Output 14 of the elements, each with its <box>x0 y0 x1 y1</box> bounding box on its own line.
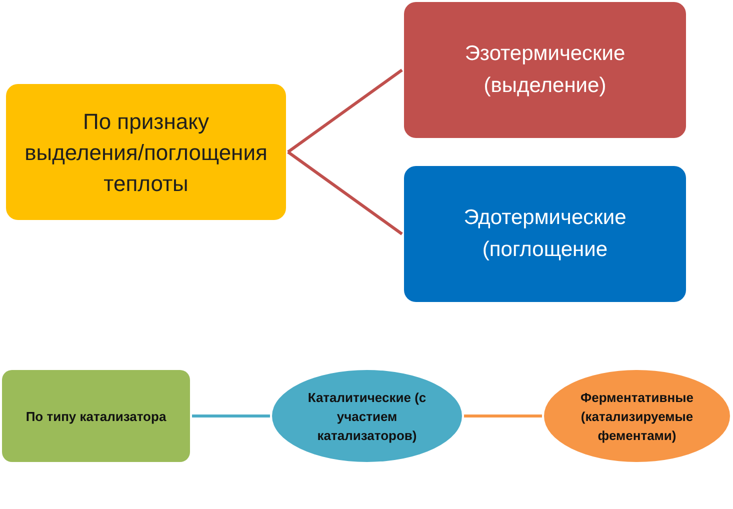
node-label: Эзотермические (выделение) <box>464 41 626 99</box>
process-box <box>404 166 686 302</box>
node-label: Эдотермические (поглощение <box>462 205 628 263</box>
category-box <box>2 370 190 462</box>
category-box <box>6 84 286 220</box>
connector-line <box>287 150 403 236</box>
connector-line <box>464 414 542 418</box>
node-label: По признаку выделения/поглощения теплоты <box>24 108 268 198</box>
node-label: По типу катализатора <box>26 408 166 426</box>
process-box <box>404 2 686 138</box>
node-label: Ферментативные (катализируемые фементами) <box>580 388 694 444</box>
connector-line <box>287 68 403 154</box>
node-label: Каталитические (с участием катализаторов) <box>306 388 428 444</box>
connector-line <box>192 414 270 418</box>
